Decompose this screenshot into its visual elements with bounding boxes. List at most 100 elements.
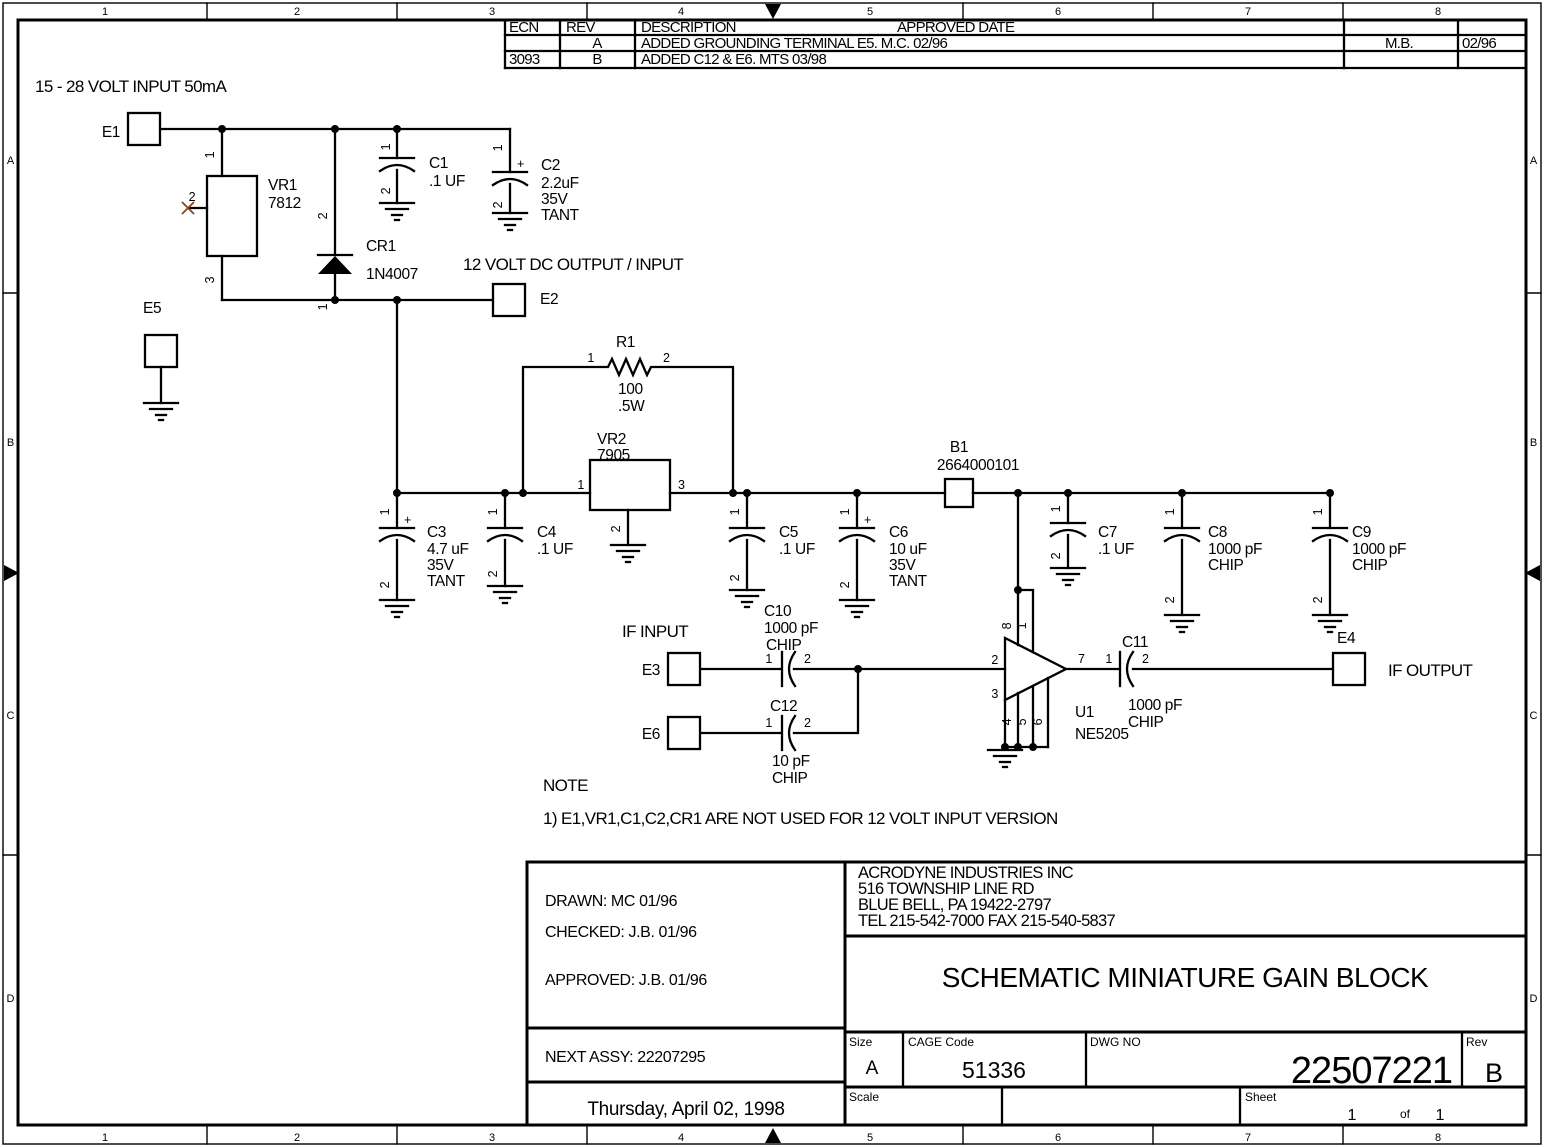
ground-icon (378, 598, 416, 619)
company-phone: TEL 215-542-7000 FAX 215-540-5837 (858, 912, 1116, 930)
date-cell: 02/96 (1462, 35, 1496, 52)
company-address: 516 TOWNSHIP LINE RD (858, 880, 1035, 898)
polarity-plus: + (864, 513, 871, 527)
r1-resistor: R1 1 2 100 .5W (521, 334, 735, 495)
ref-label: VR1 (268, 177, 297, 194)
value-label: TANT (541, 207, 580, 224)
zone-numbers-top: 1 2 3 4 5 6 7 8 (102, 6, 1441, 18)
ground-icon (986, 748, 1024, 769)
pin-label: 1 (587, 351, 594, 365)
value-label: CHIP (1352, 557, 1387, 574)
drawing-title: SCHEMATIC MINIATURE GAIN BLOCK (942, 962, 1429, 993)
scale-label: Scale (849, 1090, 879, 1104)
zone-row: C (1530, 710, 1538, 722)
ref-label: C2 (541, 157, 560, 174)
pin-label: 1 (486, 508, 500, 515)
company-city: BLUE BELL, PA 19422-2797 (858, 896, 1051, 914)
rev-label: Rev (1466, 1035, 1487, 1049)
ground-icon (142, 401, 180, 422)
value-label: CHIP (1208, 557, 1243, 574)
ref-label: C7 (1098, 524, 1117, 541)
drawing-id-row: Size A CAGE Code 51336 DWG NO 22507221 R… (849, 1035, 1503, 1092)
terminal-e3: E3 (642, 651, 702, 687)
rev-cell: A (592, 35, 602, 52)
c10-capacitor: 1 2 C10 1000 pF CHIP (764, 603, 818, 688)
next-assy: NEXT ASSY: 22207295 (545, 1049, 706, 1066)
ref-label: B1 (950, 439, 968, 456)
sheet-total: 1 (1436, 1107, 1445, 1124)
sheet-number: 1 (1348, 1107, 1357, 1124)
ground-icon (378, 201, 416, 222)
ref-label: C3 (427, 524, 446, 541)
ground-icon (728, 588, 766, 609)
desc-header: DESCRIPTION (641, 19, 736, 36)
ground-icon (1163, 613, 1201, 634)
revision-row: A ADDED GROUNDING TERMINAL E5. M.C. 02/9… (592, 35, 1497, 52)
pin-label: 4 (1000, 718, 1014, 725)
pin-label: 1 (577, 478, 584, 492)
pin-label: 1 (1015, 622, 1029, 629)
revision-row: 3093 B ADDED C12 & E6. MTS 03/98 (509, 51, 827, 68)
c9-capacitor: 1 2 C9 1000 pF CHIP (1311, 491, 1406, 634)
c7-capacitor: 1 2 C7 .1 UF (1049, 491, 1134, 587)
ref-label: C1 (429, 155, 448, 172)
pin-label: 3 (203, 276, 217, 283)
c2-capacitor: + 1 2 C2 2.2uF 35V TANT (491, 127, 580, 232)
value-label: .1 UF (779, 541, 815, 558)
approval-panel: DRAWN: MC 01/96 CHECKED: J.B. 01/96 APPR… (545, 893, 785, 1120)
approved-by: APPROVED: J.B. 01/96 (545, 972, 707, 989)
b1-bead: B1 2664000101 (937, 439, 1020, 509)
drawn-by: DRAWN: MC 01/96 (545, 893, 678, 910)
cage-label: CAGE Code (908, 1035, 974, 1049)
ref-label: U1 (1075, 704, 1094, 721)
company-block: ACRODYNE INDUSTRIES INC 516 TOWNSHIP LIN… (858, 864, 1116, 930)
zone-row: C (7, 710, 15, 722)
pin-label: 2 (1142, 652, 1149, 666)
pin-label: 2 (379, 187, 393, 194)
zone-col: 6 (1055, 1132, 1061, 1144)
zone-row: B (1530, 437, 1537, 449)
print-date: Thursday, April 02, 1998 (587, 1099, 784, 1120)
pin-label: 2 (1049, 552, 1063, 559)
revision-table: ECN REV DESCRIPTION APPROVED DATE A ADDE… (503, 18, 1528, 70)
zone-col: 8 (1435, 1132, 1441, 1144)
pin-label: 1 (378, 508, 392, 515)
value-label: 2664000101 (937, 457, 1019, 474)
pin-label: 2 (804, 652, 811, 666)
pin-label: 1 (1049, 505, 1063, 512)
power-input-label: 15 - 28 VOLT INPUT 50mA (35, 77, 227, 96)
terminal-e6: E6 (642, 715, 702, 751)
ref-label: C4 (537, 524, 557, 541)
value-label: 4.7 uF (427, 541, 469, 558)
ref-label: C12 (770, 698, 797, 715)
pin-label: 2 (189, 190, 196, 204)
approved-date-header: APPROVED DATE (897, 19, 1015, 36)
rev-value: B (1485, 1058, 1503, 1088)
zone-row: A (7, 155, 15, 167)
dwg-no-label: DWG NO (1090, 1035, 1141, 1049)
ground-icon (486, 584, 524, 605)
c8-capacitor: 1 2 C8 1000 pF CHIP (1163, 491, 1262, 634)
if-output-label: IF OUTPUT (1388, 661, 1473, 680)
terminal-label: E3 (642, 662, 660, 679)
pin-label: 1 (1105, 652, 1112, 666)
dc-output-label: 12 VOLT DC OUTPUT / INPUT (463, 255, 683, 274)
pin-label: 1 (491, 144, 505, 151)
wire-if-path (698, 667, 1335, 735)
value-label: 1N4007 (366, 266, 418, 283)
pin-label: 2 (378, 581, 392, 588)
c11-capacitor: C11 1 2 1000 pF CHIP (1105, 634, 1182, 731)
zone-col: 4 (678, 6, 684, 18)
pin-label: 2 (991, 653, 998, 667)
zone-col: 7 (1245, 1132, 1251, 1144)
value-label: 1000 pF (1208, 541, 1262, 558)
approved-cell: M.B. (1385, 35, 1413, 52)
zone-row: D (1530, 993, 1538, 1005)
zone-col: 5 (867, 1132, 873, 1144)
terminal-label: E2 (540, 291, 558, 308)
pin-label: 1 (838, 508, 852, 515)
value-label: 7812 (268, 195, 301, 212)
ground-icon (838, 598, 876, 619)
sheet-label: Sheet (1245, 1090, 1277, 1104)
